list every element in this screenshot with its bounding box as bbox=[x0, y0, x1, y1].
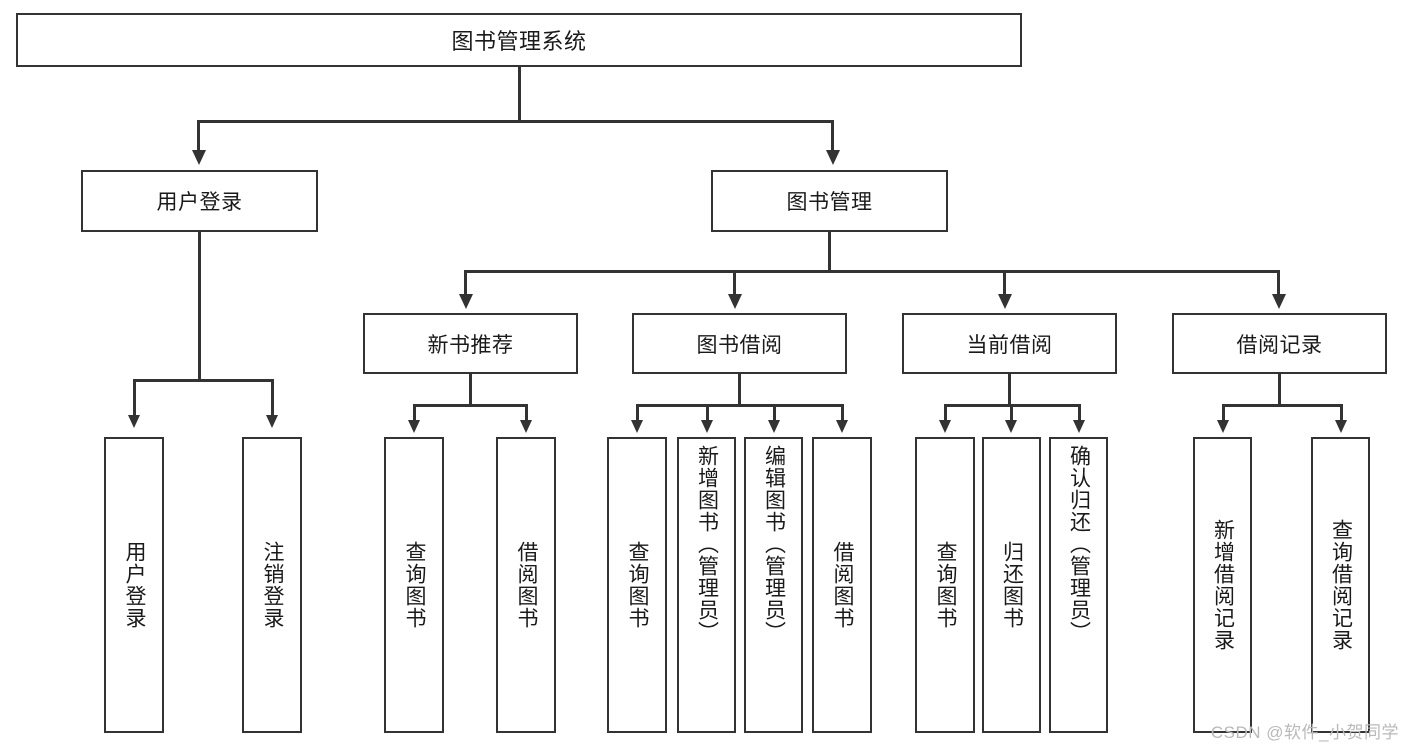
node-root-system[interactable]: 图书管理系统 bbox=[16, 13, 1022, 67]
connector-bookmgmt-drop-1 bbox=[464, 270, 467, 297]
connector-userlogin-stem bbox=[198, 232, 201, 381]
arrow-to-borrow-records bbox=[1272, 294, 1286, 309]
node-borrow-records[interactable]: 借阅记录 bbox=[1172, 313, 1387, 374]
arrow-to-new-book bbox=[459, 294, 473, 309]
leaf-query-book-recommend[interactable]: 查询图书 bbox=[384, 437, 444, 733]
connector-bookmgmt-bus bbox=[464, 270, 1280, 273]
connector-currentborrow-drop-1 bbox=[944, 404, 947, 422]
leaf-label: 查询借阅记录 bbox=[1329, 519, 1353, 651]
connector-userlogin-bus bbox=[133, 379, 271, 382]
arrow-to-leaf-add-book bbox=[701, 420, 713, 433]
leaf-label: 借阅图书 bbox=[830, 541, 854, 629]
connector-bookborrow-drop-1 bbox=[636, 404, 639, 422]
connector-bookmgmt-drop-2 bbox=[733, 270, 736, 297]
node-label: 用户登录 bbox=[156, 191, 243, 214]
leaf-confirm-return-admin[interactable]: 确认归还（管理员） bbox=[1049, 437, 1108, 733]
connector-newbook-stem bbox=[469, 374, 472, 406]
connector-bookmgmt-drop-3 bbox=[1003, 270, 1006, 297]
leaf-label: 查询图书 bbox=[625, 541, 649, 629]
leaf-borrow-book[interactable]: 借阅图书 bbox=[812, 437, 872, 733]
connector-newbook-bus bbox=[413, 404, 525, 407]
node-label: 借阅记录 bbox=[1236, 333, 1323, 357]
node-label: 图书管理系统 bbox=[451, 29, 587, 54]
arrow-to-user-login bbox=[192, 150, 206, 165]
leaf-label: 注销登录 bbox=[260, 541, 284, 629]
leaf-add-borrow-record[interactable]: 新增借阅记录 bbox=[1193, 437, 1252, 733]
connector-userlogin-drop-2 bbox=[271, 379, 274, 418]
node-label: 新书推荐 bbox=[427, 333, 514, 357]
arrow-to-leaf-user-login bbox=[128, 415, 140, 428]
connector-records-drop-1 bbox=[1222, 404, 1225, 422]
arrow-to-leaf-query-book-1 bbox=[408, 420, 420, 433]
connector-currentborrow-stem bbox=[1008, 374, 1011, 406]
node-user-login[interactable]: 用户登录 bbox=[81, 170, 318, 232]
connector-root-drop-2 bbox=[831, 120, 834, 152]
connector-currentborrow-drop-3 bbox=[1078, 404, 1081, 422]
connector-bookborrow-bus bbox=[636, 404, 842, 407]
leaf-label: 用户登录 bbox=[122, 541, 146, 629]
node-label: 图书管理 bbox=[786, 191, 873, 214]
leaf-label: 借阅图书 bbox=[514, 541, 538, 629]
connector-records-bus bbox=[1222, 404, 1340, 407]
arrow-to-leaf-query-record bbox=[1335, 420, 1347, 433]
leaf-user-login[interactable]: 用户登录 bbox=[104, 437, 164, 733]
connector-userlogin-drop-1 bbox=[133, 379, 136, 418]
connector-newbook-drop-2 bbox=[525, 404, 528, 422]
arrow-to-current-borrow bbox=[998, 294, 1012, 309]
arrow-to-leaf-query-book-2 bbox=[631, 420, 643, 433]
connector-bookborrow-stem bbox=[738, 374, 741, 406]
connector-bookmgmt-stem bbox=[828, 232, 831, 272]
arrow-to-leaf-add-record bbox=[1217, 420, 1229, 433]
arrow-to-book-borrow bbox=[728, 294, 742, 309]
connector-root-bus bbox=[197, 120, 833, 123]
arrow-to-leaf-query-book-3 bbox=[939, 420, 951, 433]
leaf-label: 新增借阅记录 bbox=[1211, 519, 1235, 651]
connector-bookborrow-drop-4 bbox=[841, 404, 844, 422]
arrow-to-leaf-confirm-return bbox=[1073, 420, 1085, 433]
connector-records-stem bbox=[1278, 374, 1281, 406]
leaf-label: 查询图书 bbox=[402, 541, 426, 629]
leaf-borrow-book-recommend[interactable]: 借阅图书 bbox=[496, 437, 556, 733]
leaf-logout[interactable]: 注销登录 bbox=[242, 437, 302, 733]
connector-root-drop-1 bbox=[197, 120, 200, 152]
connector-records-drop-2 bbox=[1340, 404, 1343, 422]
connector-root-stem bbox=[518, 67, 521, 122]
node-new-book-recommend[interactable]: 新书推荐 bbox=[363, 313, 578, 374]
arrow-to-book-management bbox=[826, 150, 840, 165]
leaf-label: 归还图书 bbox=[1000, 541, 1024, 629]
arrow-to-leaf-logout bbox=[266, 415, 278, 428]
node-label: 图书借阅 bbox=[696, 333, 783, 357]
leaf-label: 新增图书（管理员） bbox=[695, 445, 719, 643]
connector-bookmgmt-drop-4 bbox=[1277, 270, 1280, 297]
arrow-to-leaf-borrow-book-1 bbox=[520, 420, 532, 433]
connector-newbook-drop-1 bbox=[413, 404, 416, 422]
leaf-label: 查询图书 bbox=[933, 541, 957, 629]
arrow-to-leaf-edit-book bbox=[768, 420, 780, 433]
leaf-label: 编辑图书（管理员） bbox=[762, 445, 786, 643]
connector-currentborrow-drop-2 bbox=[1010, 404, 1013, 422]
leaf-query-book-current[interactable]: 查询图书 bbox=[915, 437, 975, 733]
leaf-label: 确认归还（管理员） bbox=[1067, 445, 1091, 643]
leaf-add-book-admin[interactable]: 新增图书（管理员） bbox=[677, 437, 736, 733]
leaf-query-book-borrow[interactable]: 查询图书 bbox=[607, 437, 667, 733]
arrow-to-leaf-return-book bbox=[1005, 420, 1017, 433]
node-book-management[interactable]: 图书管理 bbox=[711, 170, 948, 232]
node-book-borrow[interactable]: 图书借阅 bbox=[632, 313, 847, 374]
leaf-query-borrow-record[interactable]: 查询借阅记录 bbox=[1311, 437, 1370, 733]
connector-bookborrow-drop-3 bbox=[773, 404, 776, 422]
leaf-return-book[interactable]: 归还图书 bbox=[982, 437, 1041, 733]
node-current-borrow[interactable]: 当前借阅 bbox=[902, 313, 1117, 374]
leaf-edit-book-admin[interactable]: 编辑图书（管理员） bbox=[744, 437, 803, 733]
connector-bookborrow-drop-2 bbox=[706, 404, 709, 422]
arrow-to-leaf-borrow-book-2 bbox=[836, 420, 848, 433]
node-label: 当前借阅 bbox=[966, 333, 1053, 357]
